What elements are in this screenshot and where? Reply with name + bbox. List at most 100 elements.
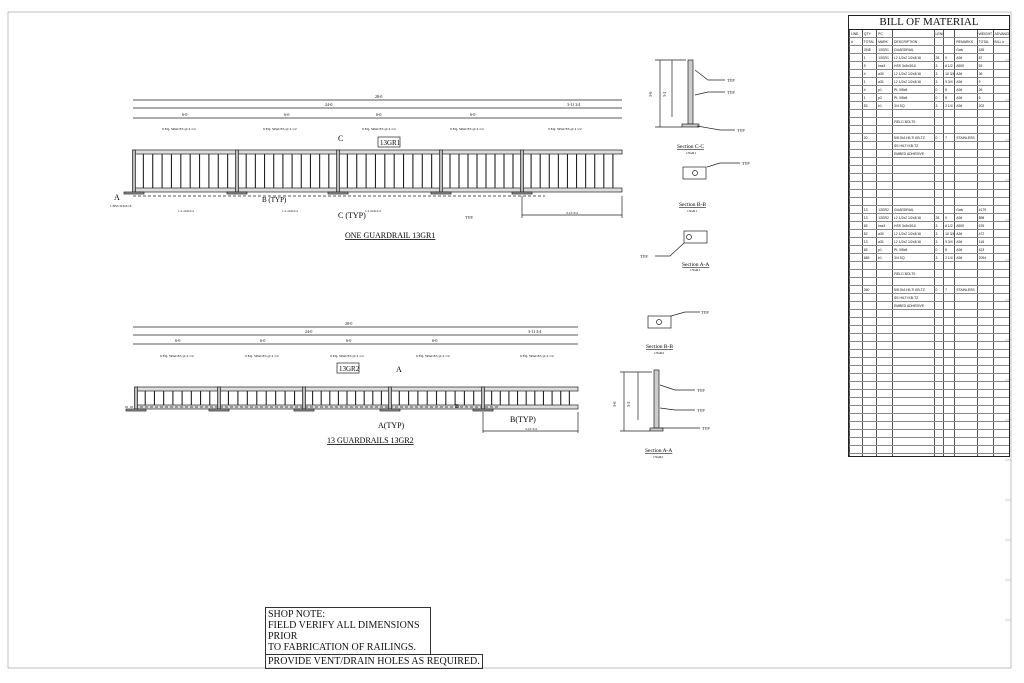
section-cc-title: Section C-C — [677, 144, 704, 150]
bom-cell — [954, 365, 978, 374]
bom-cell — [933, 45, 944, 54]
bom-cell — [849, 189, 863, 198]
post — [235, 149, 239, 193]
bom-cell — [849, 293, 863, 302]
bom-cell — [892, 381, 935, 390]
bom-row — [849, 373, 1009, 382]
bom-cell — [992, 253, 1009, 262]
gr1-panel-dim: 6-0 — [376, 112, 381, 117]
section-bb1-detail — [682, 162, 740, 180]
bom-cell — [933, 141, 944, 150]
bom-cell: A36 — [954, 69, 978, 78]
bom-cell — [954, 325, 978, 334]
bom-cell — [861, 381, 877, 390]
bom-cell: 87 — [976, 53, 993, 62]
bom-cell — [892, 445, 935, 454]
bom-cell: # — [849, 37, 863, 46]
bom-cell: 28 — [933, 213, 944, 222]
bom-cell: 5 — [861, 61, 877, 70]
bom-cell — [876, 437, 893, 446]
bom-cell: 20 — [861, 133, 877, 142]
bom-cell — [976, 365, 993, 374]
bom-cell — [954, 437, 978, 446]
bom-cell — [861, 117, 877, 126]
bom-cell — [943, 357, 955, 366]
bom-cell — [992, 53, 1009, 62]
bom-cell: 3 — [933, 253, 944, 262]
bom-cell: PC — [876, 30, 893, 38]
gr1-bottom-dim: 3-10 3/4 — [566, 211, 578, 215]
bom-row — [849, 413, 1009, 422]
bom-cell — [892, 325, 935, 334]
bom-cell — [876, 317, 893, 326]
bom-cell — [876, 125, 893, 134]
bom-cell: 52 — [861, 229, 877, 238]
bom-cell — [892, 317, 935, 326]
bom-cell: 3/4 SQ — [892, 101, 935, 110]
bom-cell — [943, 389, 955, 398]
bom-cell — [876, 141, 893, 150]
bom-cell: PL 3/8x8 — [892, 85, 935, 94]
bom-cell — [976, 269, 993, 278]
bom-cell — [992, 117, 1009, 126]
bom-cell — [849, 405, 863, 414]
bom-cell: 676 — [976, 221, 993, 230]
bom-cell — [933, 421, 944, 430]
bom-cell — [992, 229, 1009, 238]
bom-cell — [976, 381, 993, 390]
guardrail-13gr2-elevation — [125, 326, 579, 433]
bom-cell — [861, 445, 877, 454]
bom-cell — [876, 285, 893, 294]
bom-cell — [892, 453, 935, 456]
bom-cell — [849, 309, 863, 318]
base-plate — [327, 191, 349, 195]
bom-cell — [892, 189, 935, 198]
bom-cell — [954, 109, 978, 118]
gr1-panel-dim: 6-0 — [182, 112, 187, 117]
bom-cell: L2 1/2x2 1/2x3/16 — [892, 237, 935, 246]
bom-cell: HSS 3x3x3/16 — [892, 221, 935, 230]
bom-cell — [943, 277, 955, 286]
bom-cell — [992, 333, 1009, 342]
bom-row — [849, 165, 1009, 174]
bom-cell: L2 1/2x2 1/2x3/16 — [892, 77, 935, 86]
bom-cell: GUARDRAIL — [892, 45, 935, 54]
bom-cell: 13GR1 — [876, 53, 893, 62]
bom-cell — [861, 429, 877, 438]
bom-cell — [943, 261, 955, 270]
bom-cell: 5/8 DIA HILTI KB-TZ — [892, 133, 935, 142]
bom-cell: 4 — [861, 85, 877, 94]
bom-cell — [992, 357, 1009, 366]
base-plate — [472, 408, 494, 412]
bom-cell — [992, 293, 1009, 302]
bom-cell — [976, 405, 993, 414]
bom-cell: LENGTH — [933, 30, 944, 38]
bom-cell — [992, 405, 1009, 414]
section-aa2-height: 3-6 — [612, 402, 617, 407]
bom-cell — [943, 397, 955, 406]
section-bb2-sub: 13GR2 — [654, 351, 664, 355]
bom-cell — [861, 269, 877, 278]
bom-cell — [849, 101, 863, 110]
bom-cell: 1 — [861, 93, 877, 102]
bom-cell: 7 — [943, 285, 955, 294]
bom-row: FIELD BOLTS — [849, 117, 1009, 126]
bom-cell — [876, 453, 893, 456]
gr1-spacing-label: 9 EQ. SPACES @ 4 1/2 — [548, 127, 582, 131]
bom-cell — [892, 165, 935, 174]
bom-cell: 65 — [861, 245, 877, 254]
section-aa2-title: Section A-A — [645, 448, 672, 454]
gr2-overall-dim: 28-0 — [345, 321, 352, 326]
bom-cell — [992, 181, 1009, 190]
bom-cell — [943, 349, 955, 358]
bom-cell — [861, 309, 877, 318]
bom-cell — [861, 413, 877, 422]
bom-cell — [954, 197, 978, 206]
section-bb2-title: Section B-B — [646, 344, 673, 350]
bom-cell — [933, 437, 944, 446]
section-cc-height: 3-6 — [648, 92, 653, 97]
bom-cell — [892, 405, 935, 414]
section-cc-typ: TYP — [737, 128, 745, 133]
bom-cell — [992, 213, 1009, 222]
